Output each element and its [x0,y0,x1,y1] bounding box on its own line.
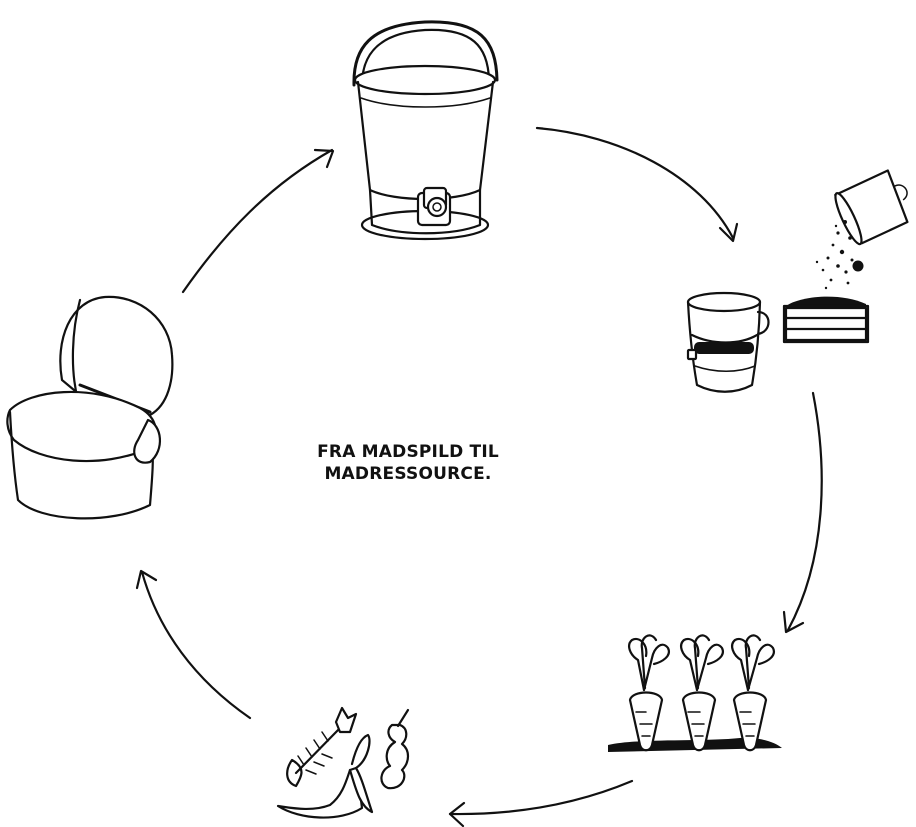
bokashi-bucket-icon [352,20,499,241]
cycle-arrow-4 [135,569,252,720]
carrots-icon [608,634,782,752]
diagram-title-line-1: FRA MADSPILD TIL [317,442,499,462]
diagram-title-line-2: MADRESSOURCE. [324,464,492,484]
cycle-arrow-1 [535,126,739,243]
cycle-arrow-3 [448,779,634,827]
compost-transfer-icon [686,169,909,393]
food-scraps-icon [276,706,410,819]
diagram-title: FRA MADSPILD TIL MADRESSOURCE. [278,441,538,485]
cycle-arrow-2 [782,391,823,634]
cycle-arrow-5 [181,148,335,294]
kitchen-caddy-icon [6,295,174,520]
